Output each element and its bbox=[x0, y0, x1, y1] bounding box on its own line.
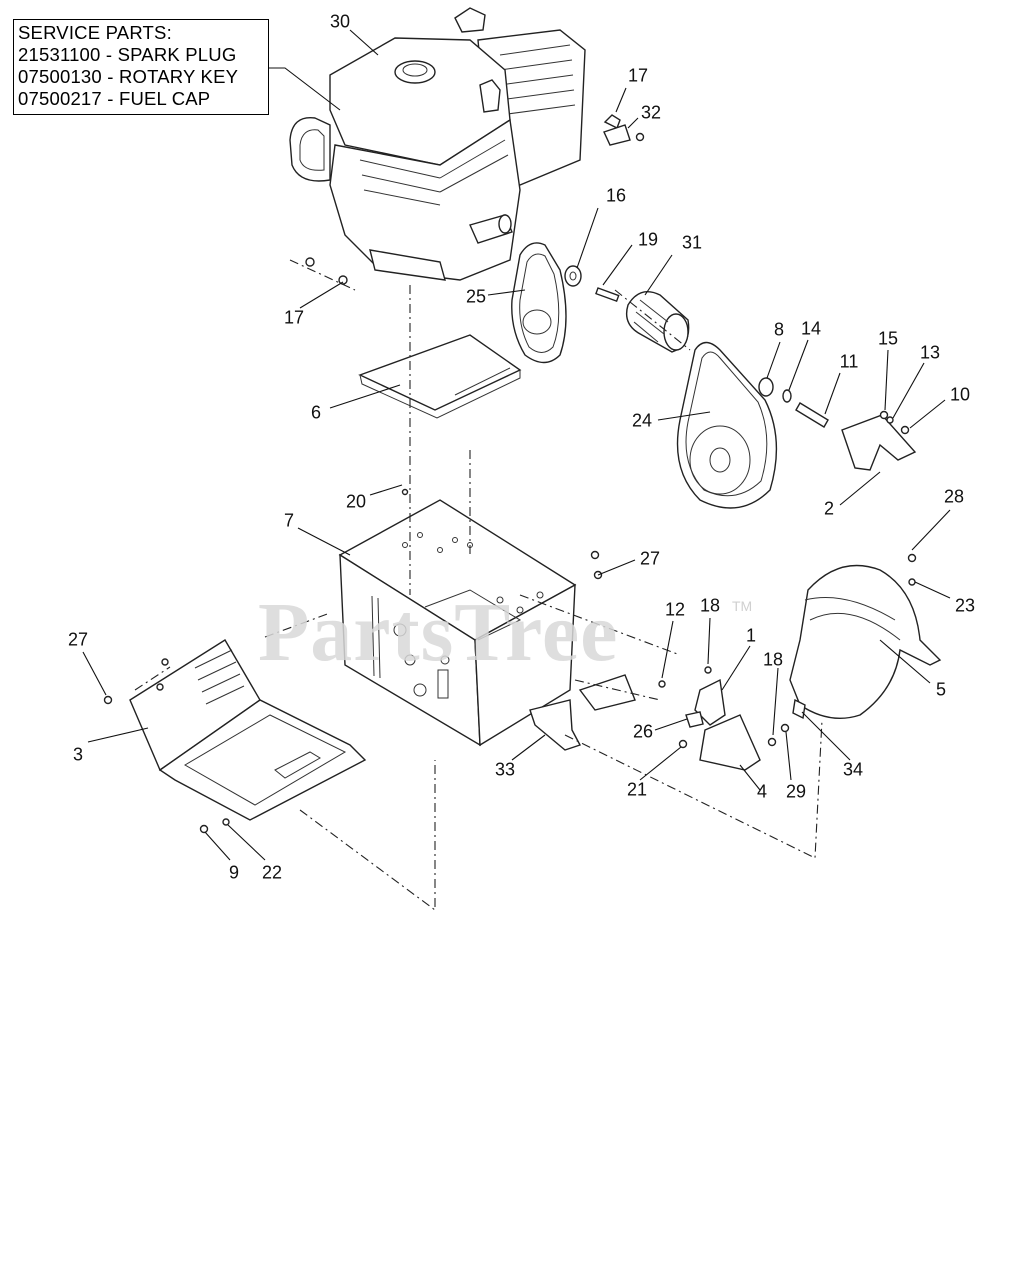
bolt-17-top bbox=[603, 114, 621, 129]
assembly-centerlines bbox=[134, 259, 823, 912]
nut-18 bbox=[767, 737, 777, 747]
pulley-spacer-8 bbox=[758, 377, 774, 397]
callout-19: 19 bbox=[637, 229, 659, 250]
callout-21: 21 bbox=[626, 779, 648, 800]
service-part-fuel-cap: 07500217 - FUEL CAP bbox=[18, 88, 211, 109]
callout-14: 14 bbox=[800, 318, 822, 339]
washer-16 bbox=[564, 265, 582, 287]
spring-1 bbox=[694, 678, 726, 726]
callout-30: 30 bbox=[329, 11, 351, 32]
callout-26: 26 bbox=[632, 721, 654, 742]
callout-17-top: 17 bbox=[627, 65, 649, 86]
watermark-trademark: TM bbox=[732, 598, 753, 614]
callout-24: 24 bbox=[631, 410, 653, 431]
nut-17-left bbox=[305, 257, 315, 267]
callout-23: 23 bbox=[954, 595, 976, 616]
callout-32: 32 bbox=[640, 102, 662, 123]
callout-2: 2 bbox=[823, 498, 835, 519]
callout-10: 10 bbox=[949, 384, 971, 405]
callout-6: 6 bbox=[310, 402, 322, 423]
clip-32 bbox=[603, 124, 631, 146]
callout-22: 22 bbox=[261, 862, 283, 883]
callout-34: 34 bbox=[842, 759, 864, 780]
watermark-logo: PartsTree bbox=[258, 586, 619, 679]
callout-17-bottom: 17 bbox=[283, 307, 305, 328]
bracket-12 bbox=[578, 674, 636, 711]
belt-24 bbox=[676, 341, 778, 509]
callout-5: 5 bbox=[935, 679, 947, 700]
spacer-34 bbox=[792, 698, 806, 720]
service-box-leader bbox=[269, 67, 341, 111]
service-parts-header: SERVICE PARTS: bbox=[18, 22, 172, 43]
frame-7 bbox=[338, 499, 577, 747]
belt-cover-5 bbox=[789, 564, 942, 720]
callout-33: 33 bbox=[494, 759, 516, 780]
callout-13: 13 bbox=[919, 342, 941, 363]
callout-29: 29 bbox=[785, 781, 807, 802]
engine-plate-6 bbox=[358, 334, 522, 411]
callout-27-right: 27 bbox=[639, 548, 661, 569]
callout-18-bottom: 18 bbox=[762, 649, 784, 670]
callout-11: 11 bbox=[839, 351, 859, 372]
callout-15: 15 bbox=[877, 328, 899, 349]
bolt-29 bbox=[780, 723, 790, 733]
callout-28: 28 bbox=[943, 486, 965, 507]
callout-3: 3 bbox=[72, 744, 84, 765]
service-part-rotary-key: 07500130 - ROTARY KEY bbox=[18, 66, 239, 87]
washer-14 bbox=[782, 389, 792, 403]
callout-18-top: 18 bbox=[699, 595, 721, 616]
bracket-33 bbox=[529, 699, 582, 751]
service-part-spark-plug: 21531100 - SPARK PLUG bbox=[18, 44, 237, 65]
callout-25: 25 bbox=[465, 286, 487, 307]
callout-8: 8 bbox=[773, 319, 785, 340]
callout-27-left: 27 bbox=[67, 629, 89, 650]
bracket-4 bbox=[699, 714, 761, 771]
screw-9 bbox=[199, 824, 209, 834]
callout-16: 16 bbox=[605, 185, 627, 206]
bolt-21 bbox=[678, 739, 688, 749]
callout-1: 1 bbox=[745, 625, 757, 646]
callout-31: 31 bbox=[681, 232, 703, 253]
callout-7: 7 bbox=[283, 510, 295, 531]
callout-4: 4 bbox=[756, 781, 768, 802]
shroud-3 bbox=[129, 639, 367, 821]
clip-26 bbox=[685, 711, 704, 728]
engine-assembly bbox=[289, 7, 586, 281]
callout-20: 20 bbox=[345, 491, 367, 512]
pulley-31 bbox=[625, 291, 690, 353]
screw-27-left bbox=[103, 695, 113, 705]
callout-12: 12 bbox=[664, 599, 686, 620]
nut-17-bottom bbox=[338, 275, 348, 285]
shoulder-bolt-11 bbox=[795, 402, 829, 428]
key-19 bbox=[595, 287, 620, 303]
pin-20 bbox=[401, 488, 409, 496]
callout-9: 9 bbox=[228, 862, 240, 883]
leader-lines bbox=[82, 29, 951, 861]
idler-bracket-2 bbox=[841, 414, 917, 471]
service-parts-box: SERVICE PARTS: 21531100 - SPARK PLUG 075… bbox=[13, 19, 269, 115]
washer-22 bbox=[222, 818, 230, 826]
belt-25 bbox=[511, 242, 567, 364]
